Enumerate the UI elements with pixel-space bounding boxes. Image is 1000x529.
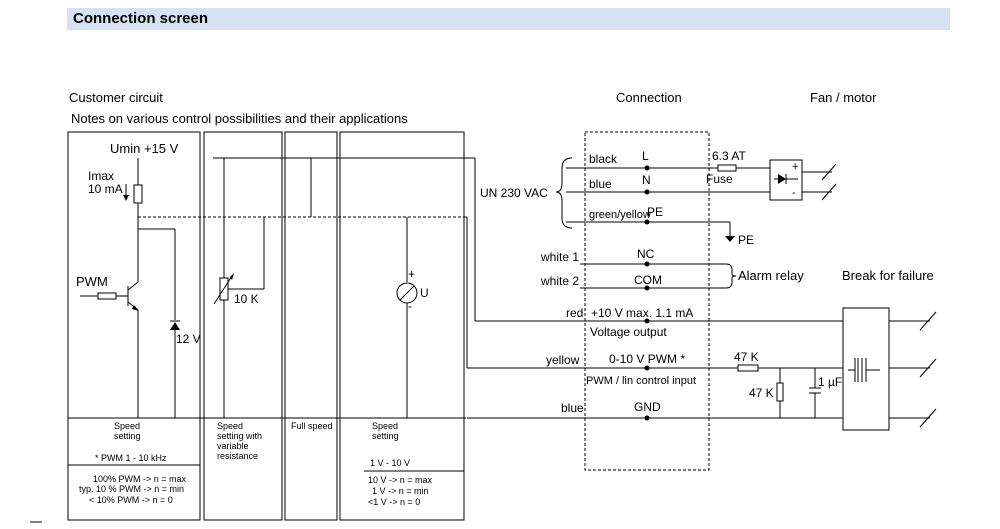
notes-heading: Notes on various control possibilities a… bbox=[71, 111, 408, 126]
transistor-emitter-arrow-icon bbox=[132, 305, 139, 311]
box2-caption-3: variable bbox=[217, 441, 249, 451]
fuse-label: Fuse bbox=[706, 172, 733, 186]
imax-label: Imax bbox=[88, 169, 114, 183]
minus-sign: - bbox=[408, 299, 412, 313]
mains-section: UN 230 VAC black L blue N green/yellow P… bbox=[480, 149, 837, 247]
base-resistor bbox=[97, 292, 117, 300]
PE-ground-label: PE bbox=[738, 233, 754, 247]
shunt-resistor-label: 47 K bbox=[749, 386, 774, 400]
supply-label: UN 230 VAC bbox=[480, 186, 548, 200]
alarm-relay-label: Alarm relay bbox=[738, 268, 804, 283]
box1-note-1: 100% PWM -> n = max bbox=[93, 474, 187, 484]
voltage-source-circuit: + - U Speed setting 1 V - 10 V 10 V -> n… bbox=[368, 217, 433, 507]
box4-note-2: 1 V -> n = min bbox=[372, 486, 429, 496]
pot-label: 10 K bbox=[234, 292, 259, 306]
pwm-input-label: 0-10 V PWM * bbox=[609, 352, 685, 366]
isolation-box bbox=[842, 307, 937, 431]
pwm-circuit: Umin +15 V Imax 10 mA 12 V PWM Speed set… bbox=[68, 141, 467, 505]
plus-sign: + bbox=[408, 267, 415, 281]
zener-label: 12 V bbox=[176, 332, 201, 346]
series-resistor-label: 47 K bbox=[734, 350, 759, 364]
COM-terminal-label: COM bbox=[634, 273, 662, 287]
motor-rectifier-box bbox=[769, 159, 803, 201]
box4-caption-1: Speed bbox=[372, 421, 398, 431]
umin-label: Umin +15 V bbox=[110, 141, 179, 156]
box-pwm bbox=[67, 131, 201, 521]
control-section: red +10 V max. 1.1 mA Voltage output yel… bbox=[546, 306, 843, 421]
NC-terminal-label: NC bbox=[637, 247, 655, 261]
zener-diode-icon bbox=[170, 322, 180, 330]
full-speed-caption: Full speed bbox=[291, 421, 333, 431]
rectifier-minus: - bbox=[792, 187, 796, 199]
box4-range: 1 V - 10 V bbox=[370, 458, 410, 468]
voltage-output-label: Voltage output bbox=[590, 325, 667, 339]
isolator-box bbox=[842, 307, 890, 431]
box1-caption-1: Speed bbox=[114, 421, 140, 431]
box1-caption-2: setting bbox=[114, 431, 141, 441]
out-break-2 bbox=[919, 358, 937, 378]
voltage-source-slash bbox=[399, 285, 415, 301]
black-label: black bbox=[589, 152, 618, 166]
full-speed-circuit: Full speed bbox=[291, 158, 333, 431]
box4-note-3: <1 V -> n = 0 bbox=[368, 497, 420, 507]
box-voltage bbox=[339, 131, 465, 521]
alarm-brace bbox=[725, 263, 737, 289]
break-mark-2 bbox=[821, 183, 837, 201]
yellow-label: yellow bbox=[546, 353, 580, 367]
customer-circuit-heading: Customer circuit bbox=[69, 90, 163, 105]
break-mark-1 bbox=[821, 163, 837, 181]
blue-gnd-label: blue bbox=[561, 401, 584, 415]
N-terminal-label: N bbox=[642, 173, 651, 187]
series-resistor-icon bbox=[737, 364, 759, 372]
current-limit-resistor bbox=[133, 184, 143, 204]
voltage-label: U bbox=[420, 286, 429, 300]
potentiometer-arrow-icon bbox=[230, 273, 234, 280]
ground-arrow-icon bbox=[725, 236, 735, 242]
box4-caption-2: setting bbox=[372, 431, 399, 441]
potentiometer-circuit: 10 K Speed setting with variable resista… bbox=[213, 157, 467, 461]
break-for-failure-label: Break for failure bbox=[842, 268, 934, 283]
PE-terminal-label: PE bbox=[647, 205, 663, 219]
out-break-3 bbox=[919, 408, 937, 428]
capacitor-label: 1 µF bbox=[818, 375, 842, 389]
box-potentiometer bbox=[203, 131, 283, 521]
transistor-collector bbox=[127, 281, 139, 291]
10v-output-label: +10 V max. 1.1 mA bbox=[591, 306, 693, 320]
mains-brace bbox=[555, 157, 573, 229]
blue-label: blue bbox=[589, 177, 612, 191]
pwm-frequency-note: * PWM 1 - 10 kHz bbox=[95, 453, 167, 463]
potentiometer-arrow bbox=[213, 275, 233, 305]
imax-value: 10 mA bbox=[88, 182, 123, 196]
out-break-1 bbox=[919, 311, 937, 331]
GND-terminal-label: GND bbox=[634, 400, 661, 414]
fuse-icon bbox=[717, 164, 737, 172]
box1-note-2: typ. 10 % PWM -> n = min bbox=[79, 484, 184, 494]
box-full-speed bbox=[284, 131, 338, 521]
red-label: red bbox=[566, 306, 583, 320]
header-bar: Connection screen bbox=[67, 8, 950, 30]
box2-caption-4: resistance bbox=[217, 451, 258, 461]
white2-label: white 2 bbox=[540, 274, 579, 288]
current-arrow-icon bbox=[123, 195, 129, 201]
fan-motor-heading: Fan / motor bbox=[810, 90, 877, 105]
rectifier-plus: + bbox=[792, 161, 798, 173]
green-yellow-label: green/yellow bbox=[589, 209, 651, 221]
box2-caption-2: setting with bbox=[217, 431, 262, 441]
L-terminal-label: L bbox=[642, 149, 649, 163]
shunt-resistor-icon bbox=[776, 382, 784, 402]
box4-note-1: 10 V -> n = max bbox=[368, 475, 433, 485]
alarm-section: white 1 NC white 2 COM Alarm relay Break… bbox=[540, 247, 934, 291]
connection-block bbox=[584, 131, 710, 471]
box1-note-3: < 10% PWM -> n = 0 bbox=[89, 495, 173, 505]
box2-caption-1: Speed bbox=[217, 421, 243, 431]
fuse-rating-label: 6.3 AT bbox=[712, 149, 746, 163]
white1-label: white 1 bbox=[540, 250, 579, 264]
connection-heading: Connection bbox=[616, 90, 682, 105]
page-title: Connection screen bbox=[73, 10, 209, 27]
pwm-lin-label: PWM / lin control input bbox=[586, 375, 696, 387]
routing-wires bbox=[464, 157, 647, 419]
pwm-label: PWM bbox=[76, 274, 108, 289]
